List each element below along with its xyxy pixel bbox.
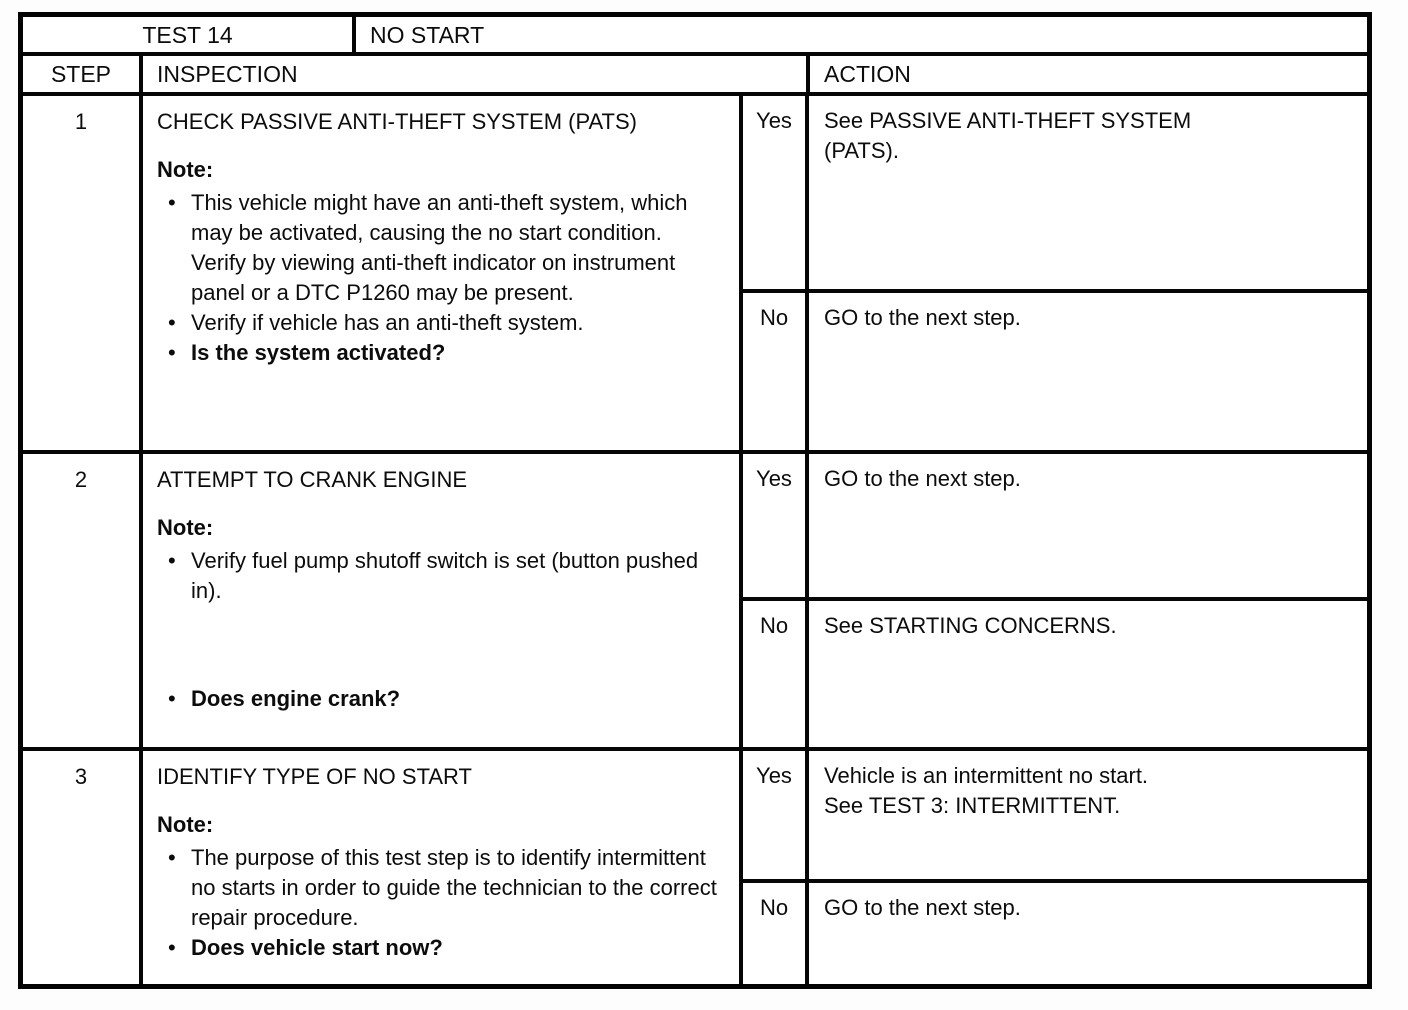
inspection-cell: ATTEMPT TO CRANK ENGINE Note: • Verify f… [143,454,743,747]
note-bullet: • The purpose of this test step is to id… [157,843,725,933]
inspection-cell: IDENTIFY TYPE OF NO START Note: • The pu… [143,751,743,984]
action-text: See PASSIVE ANTI-THEFT SYSTEM [824,108,1192,133]
note-bullet: • Verify fuel pump shutoff switch is set… [157,546,725,606]
action-cell: GO to the next step. [809,293,1367,450]
test-number-label: TEST 14 [142,21,233,48]
action-cell: See PASSIVE ANTI-THEFT SYSTEM (PATS). [809,96,1367,289]
action-cell: GO to the next step. [809,454,1367,597]
action-text: See STARTING CONCERNS. [824,613,1117,638]
step-row-1: 1 CHECK PASSIVE ANTI-THEFT SYSTEM (PATS)… [23,96,1367,454]
table-title-row: TEST 14 NO START [23,17,1367,56]
answer-label: No [743,601,809,747]
diagnostic-test-table: TEST 14 NO START STEP INSPECTION ACTION … [18,12,1372,989]
result-no-row: No GO to the next step. [743,883,1367,984]
bullet-marker: • [168,935,176,960]
bullet-marker: • [168,310,176,335]
results-cell: Yes Vehicle is an intermittent no start.… [743,751,1367,984]
step-number: 3 [23,751,143,984]
action-text: GO to the next step. [824,466,1021,491]
question-bullet: • Is the system activated? [157,338,725,368]
note-bullet: • This vehicle might have an anti-theft … [157,188,725,308]
note-label: Note: [157,515,214,540]
bullet-text: Verify fuel pump shutoff switch is set (… [191,548,699,603]
results-cell: Yes GO to the next step. No See STARTING… [743,454,1367,747]
test-number-cell: TEST 14 [23,17,356,52]
inspection-title: ATTEMPT TO CRANK ENGINE [157,467,468,492]
step-row-2: 2 ATTEMPT TO CRANK ENGINE Note: • Verify… [23,454,1367,751]
inspection-title: CHECK PASSIVE ANTI-THEFT SYSTEM (PATS) [157,109,637,134]
action-column-header: ACTION [824,61,911,87]
inspection-column-header: INSPECTION [143,56,810,92]
result-no-row: No GO to the next step. [743,293,1367,450]
bullet-marker: • [168,190,176,215]
question-bullet: • Does engine crank? [157,684,725,714]
answer-label: Yes [743,96,809,289]
result-yes-row: Yes See PASSIVE ANTI-THEFT SYSTEM (PATS)… [743,96,1367,293]
step-number: 2 [23,454,143,747]
note-bullet: • Verify if vehicle has an anti-theft sy… [157,308,725,338]
bullet-text: The purpose of this test step is to iden… [191,845,717,930]
action-text: (PATS). [824,138,899,163]
results-cell: Yes See PASSIVE ANTI-THEFT SYSTEM (PATS)… [743,96,1367,450]
column-header-row: STEP INSPECTION ACTION [23,56,1367,96]
question-text: Does vehicle start now? [191,935,443,960]
result-no-row: No See STARTING CONCERNS. [743,601,1367,747]
action-cell: Vehicle is an intermittent no start. See… [809,751,1367,879]
result-yes-row: Yes Vehicle is an intermittent no start.… [743,751,1367,883]
test-name-cell: NO START [356,17,1367,52]
action-text: GO to the next step. [824,895,1021,920]
answer-label: Yes [743,454,809,597]
action-text: See TEST 3: INTERMITTENT. [824,793,1121,818]
bullet-marker: • [168,340,176,365]
bullet-marker: • [168,548,176,573]
question-text: Does engine crank? [191,686,401,711]
answer-label: No [743,883,809,984]
answer-label: Yes [743,751,809,879]
action-cell: See STARTING CONCERNS. [809,601,1367,747]
action-text: Vehicle is an intermittent no start. [824,763,1149,788]
bullet-marker: • [168,845,176,870]
bullet-marker: • [168,686,176,711]
inspection-title: IDENTIFY TYPE OF NO START [157,764,472,789]
step-column-header: STEP [23,56,143,92]
answer-label: No [743,293,809,450]
step-number: 1 [23,96,143,450]
step-row-3: 3 IDENTIFY TYPE OF NO START Note: • The … [23,751,1367,984]
action-text: GO to the next step. [824,305,1021,330]
question-bullet: • Does vehicle start now? [157,933,725,963]
note-label: Note: [157,157,214,182]
action-cell: GO to the next step. [809,883,1367,984]
inspection-cell: CHECK PASSIVE ANTI-THEFT SYSTEM (PATS) N… [143,96,743,450]
bullet-text: This vehicle might have an anti-theft sy… [191,190,688,305]
bullet-text: Verify if vehicle has an anti-theft syst… [191,310,584,335]
result-yes-row: Yes GO to the next step. [743,454,1367,601]
test-name-label: NO START [370,21,485,48]
question-text: Is the system activated? [191,340,446,365]
note-label: Note: [157,812,214,837]
